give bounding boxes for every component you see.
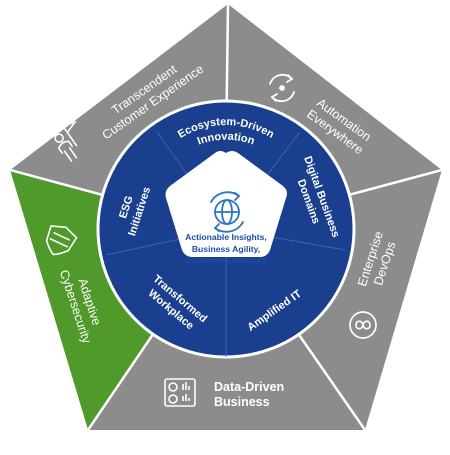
outer-data-line1: Data-Driven (214, 380, 284, 394)
globe-sync-icon (210, 191, 244, 233)
center-pentagon (165, 151, 287, 257)
ring-ecosystem-line2: Innovation (196, 131, 257, 148)
outer-data-line2: Business (214, 395, 270, 409)
shield-icon (45, 225, 78, 256)
center-line-2: Business Agility, (192, 244, 260, 254)
center-line-1: Actionable Insights, (185, 232, 267, 242)
infinity-cycle-icon (349, 311, 377, 339)
cycle-arrows-icon (269, 73, 295, 103)
person-flag-icon (54, 120, 78, 162)
center-line-3: Customer Centricity (185, 255, 267, 265)
dashboard-icon (164, 378, 196, 407)
